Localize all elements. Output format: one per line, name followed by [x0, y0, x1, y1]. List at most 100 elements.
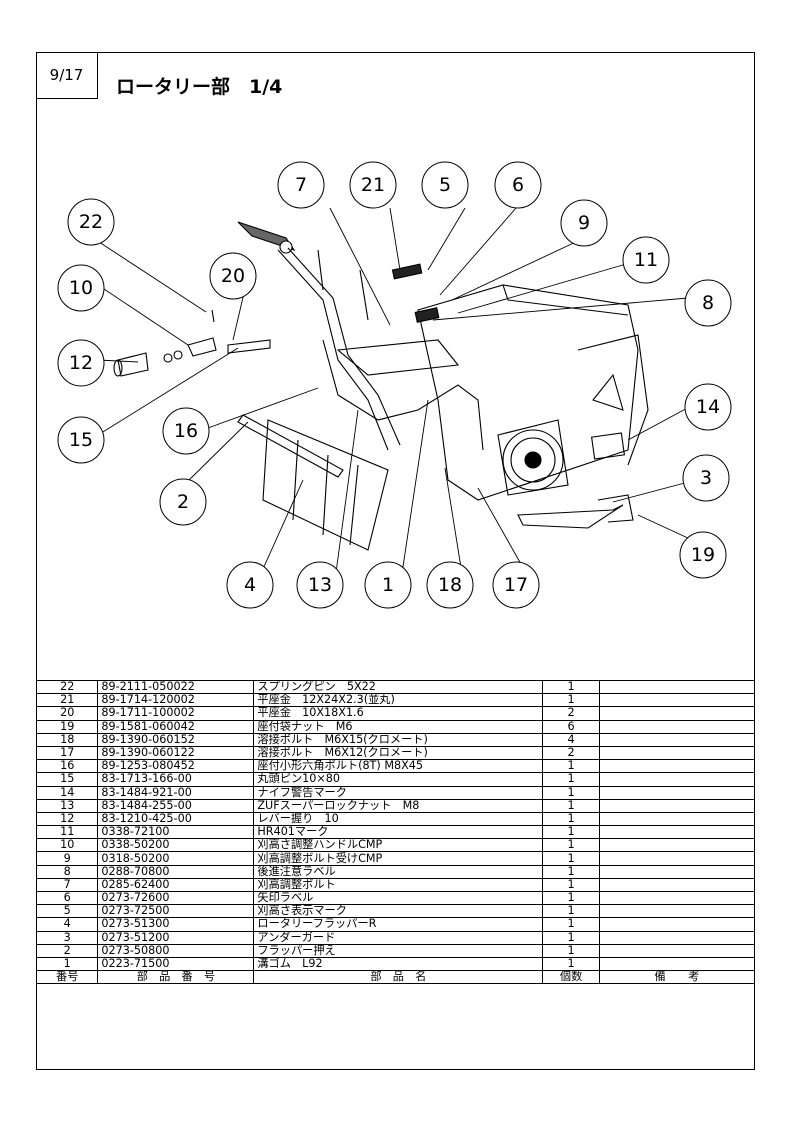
callout-10: 10 [57, 264, 105, 312]
svg-text:11: 11 [634, 249, 658, 271]
table-cell-qty: 1 [542, 851, 600, 866]
column-header: 備 考 [598, 970, 756, 985]
housing-side [577, 334, 649, 466]
table-cell-remarks [598, 838, 756, 853]
table-cell-no: 9 [35, 851, 99, 866]
table-cell-no: 2 [35, 943, 99, 958]
table-cell-remarks [598, 825, 756, 840]
bracket-plate [336, 339, 460, 376]
table-cell-code: 83-1210-425-00 [97, 811, 255, 827]
table-cell-code: 89-1390-060122 [97, 745, 255, 761]
callout-16: 16 [162, 407, 210, 455]
table-cell-name: 平座金 12X24X2.3(並丸) [253, 693, 544, 708]
table-cell-no: 18 [35, 732, 99, 747]
table-cell-code: 89-1711-100002 [97, 706, 255, 721]
table-cell-qty: 2 [542, 706, 600, 721]
table-cell-code: 0285-62400 [97, 877, 255, 893]
handle-cap [279, 240, 293, 254]
svg-text:1: 1 [382, 574, 394, 596]
table-cell-name: 刈高さ表示マーク [253, 904, 544, 919]
table-cell-code: 0273-72500 [97, 904, 255, 919]
callout-11: 11 [622, 236, 670, 284]
table-cell-name: 溶接ボルト M6X12(クロメート) [253, 745, 544, 761]
spring-pin [211, 309, 215, 323]
callout-7: 7 [277, 161, 325, 209]
svg-text:6: 6 [512, 174, 524, 196]
table-cell-qty: 6 [542, 719, 600, 734]
pin-10x80 [227, 339, 271, 354]
table-cell-remarks [598, 811, 756, 827]
handle-shaft [277, 249, 389, 451]
svg-text:16: 16 [174, 420, 198, 442]
callout-5: 5 [421, 161, 469, 209]
table-cell-name: ロータリーフラッパーR [253, 917, 544, 932]
table-cell-remarks [598, 917, 756, 932]
svg-text:19: 19 [691, 544, 715, 566]
table-cell-name: 座付小形六角ボルト(8T) M8X45 [253, 759, 544, 774]
svg-text:14: 14 [696, 396, 720, 418]
callout-14: 14 [684, 383, 732, 431]
table-cell-remarks [598, 693, 756, 708]
table-cell-code: 0273-51200 [97, 930, 255, 945]
callout-15: 15 [57, 416, 105, 464]
hr401-tag [414, 307, 440, 323]
table-cell-qty: 1 [542, 825, 600, 840]
table-cell-code: 89-1253-080452 [97, 759, 255, 774]
table-cell-remarks [598, 785, 756, 800]
table-cell-name: 刈高調整ボルト受けCMP [253, 851, 544, 866]
table-header-row: 番号部 品 番 号部 品 名個数備 考 [35, 970, 756, 985]
table-cell-no: 16 [35, 759, 99, 774]
table-cell-qty: 1 [542, 917, 600, 932]
table-cell-name: レバー握り 10 [253, 811, 544, 827]
callout-9: 9 [560, 199, 608, 247]
flapper-plate [262, 419, 389, 551]
table-cell-remarks [598, 745, 756, 761]
table-cell-no: 17 [35, 745, 99, 761]
page-number: 9/17 [36, 52, 98, 99]
table-cell-qty: 1 [542, 759, 600, 774]
svg-text:4: 4 [244, 574, 256, 596]
handle-grip [237, 221, 296, 252]
table-cell-name: 丸頭ピン10×80 [253, 772, 544, 787]
svg-text:3: 3 [700, 467, 712, 489]
table-cell-qty: 1 [542, 890, 600, 906]
table-cell-qty: 2 [542, 745, 600, 761]
callout-19: 19 [679, 531, 727, 579]
svg-text:18: 18 [438, 574, 462, 596]
handle-bracket [322, 339, 484, 451]
page-title: ロータリー部 1/4 [116, 76, 283, 98]
table-cell-no: 8 [35, 864, 99, 879]
flapper-holder [237, 414, 344, 478]
table-cell-code: 89-1581-060042 [97, 719, 255, 734]
table-cell-name: 座付袋ナット M6 [253, 719, 544, 734]
lever-grip-part [117, 352, 149, 377]
svg-text:20: 20 [221, 265, 245, 287]
table-cell-no: 11 [35, 825, 99, 840]
svg-text:13: 13 [308, 574, 332, 596]
callout-8: 8 [684, 279, 732, 327]
table-cell-no: 4 [35, 917, 99, 932]
adj-handle-part [187, 337, 217, 357]
table-cell-remarks [598, 890, 756, 906]
table-cell-code: 83-1484-255-00 [97, 798, 255, 813]
leader-lines [95, 207, 704, 581]
table-cell-qty: 1 [542, 904, 600, 919]
table-cell-qty: 1 [542, 943, 600, 958]
table-cell-name: 溝ゴム L92 [253, 956, 544, 972]
table-cell-remarks [598, 719, 756, 734]
